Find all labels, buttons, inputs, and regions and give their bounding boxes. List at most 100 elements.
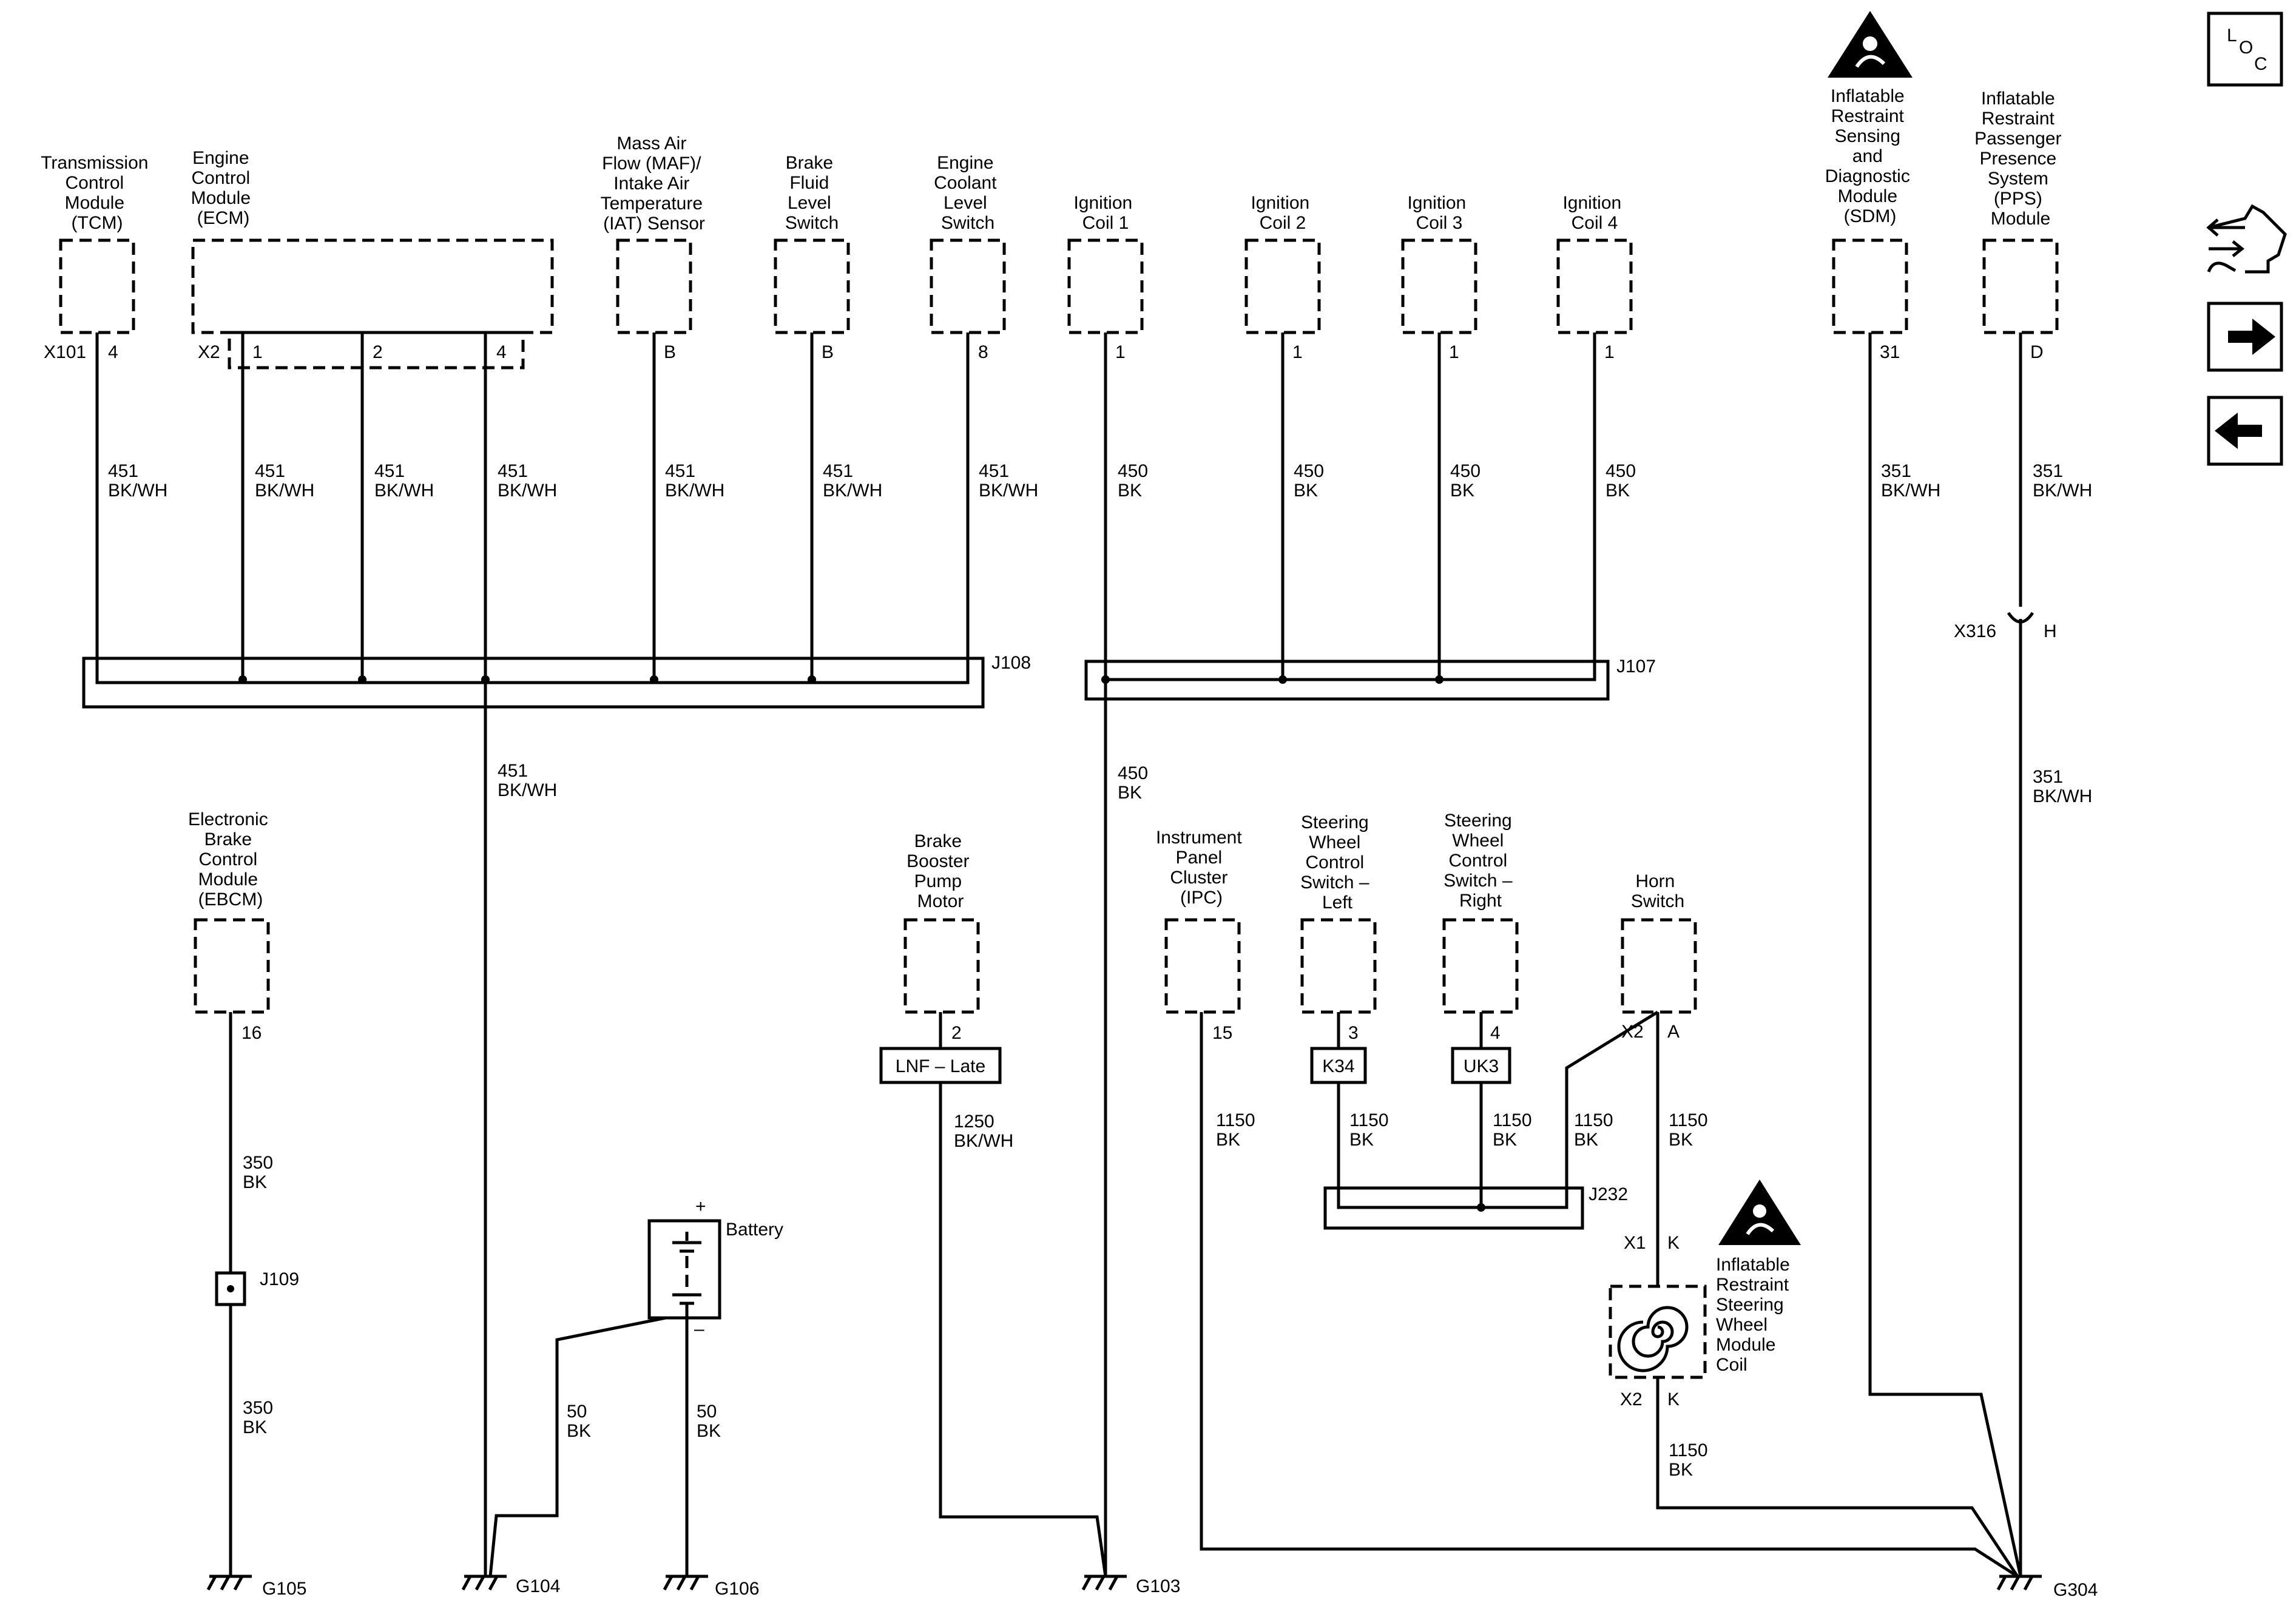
ecm-box (191, 238, 554, 334)
ebcm-box (194, 918, 270, 1014)
ignition-coil-2-label: Ignition Coil 2 (1251, 193, 1314, 233)
svg-text:LNF – Late: LNF – Late (896, 1056, 985, 1076)
brake-fluid-pin: B (822, 342, 834, 362)
svg-text:J107: J107 (1616, 657, 1656, 677)
ground-g104: G104 (461, 1575, 560, 1596)
loc-icon[interactable]: L O C (2207, 12, 2283, 87)
svg-text:J232: J232 (1589, 1184, 1628, 1204)
ground-g304: G304 (1996, 1575, 2098, 1600)
engine-coolant-level-switch-label: Engine Coolant Level Switch (934, 153, 1002, 233)
airbag-warning-icon-coil (1718, 1180, 1801, 1245)
sdm-pin: 31 (1880, 342, 1900, 362)
connector-x316: X316 H (1954, 592, 2057, 641)
ecm-label: Engine Control Module (ECM) (191, 148, 256, 228)
coil-pin-k-lower: K (1667, 1389, 1680, 1409)
tcm-box (59, 238, 135, 334)
swc-left-box (1300, 918, 1377, 1014)
splice-pack-j232: J232 (1323, 1184, 1628, 1230)
battery: Battery + – (647, 1197, 783, 1339)
svg-text:G104: G104 (516, 1576, 560, 1596)
svg-text:L: L (2227, 25, 2237, 46)
svg-text:G304: G304 (2053, 1580, 2098, 1600)
ipc-pin: 15 (1212, 1023, 1232, 1043)
coil-1-pin: 1 (1115, 342, 1126, 362)
svg-text:X316: X316 (1954, 621, 1996, 641)
steering-wheel-module-coil: X1 K X2 K (1609, 1233, 1707, 1409)
ignition-coil-1-box (1067, 238, 1144, 334)
pps-module-label: Inflatable Restraint Passenger Presence … (1974, 89, 2067, 229)
engine-coolant-level-switch-box (930, 238, 1006, 334)
swc-right-label: Steering Wheel Control Switch – Right (1443, 811, 1518, 911)
maf-iat-sensor-label: Mass Air Flow (MAF)/ Intake Air Temperat… (601, 133, 708, 234)
swc-right-box (1442, 918, 1519, 1014)
svg-text:G103: G103 (1136, 1576, 1180, 1596)
sdm-box (1832, 238, 1908, 334)
ecm-x2-connector (228, 331, 525, 370)
option-lnf-late: LNF – Late (879, 1047, 1002, 1084)
horn-pin: A (1667, 1022, 1680, 1042)
pps-pin: D (2030, 342, 2044, 362)
svg-text:C: C (2254, 54, 2267, 74)
ignition-coil-4-box (1556, 238, 1633, 334)
ignition-coil-1-label: Ignition Coil 1 (1073, 193, 1137, 233)
ignition-coil-3-label: Ignition Coil 3 (1407, 193, 1471, 233)
svg-text:G105: G105 (262, 1579, 306, 1599)
splice-pack-j107: J107 (1084, 657, 1656, 701)
coil-4-pin: 1 (1604, 342, 1615, 362)
horn-switch-label: Horn Switch (1631, 871, 1684, 911)
ecm-pin-1: 1 (252, 342, 263, 362)
svg-text:G106: G106 (715, 1579, 759, 1599)
brake-fluid-level-switch-label: Brake Fluid Level Switch (785, 153, 839, 233)
connector-x101-label: X101 (44, 342, 86, 362)
svg-text:K34: K34 (1322, 1056, 1354, 1076)
option-k34: K34 (1310, 1047, 1367, 1084)
next-page-arrow-icon[interactable] (2207, 302, 2283, 372)
ground-g106: G106 (663, 1575, 759, 1599)
ebcm-pin: 16 (241, 1023, 262, 1043)
brake-booster-pump-motor-box (903, 918, 980, 1014)
ignition-coil-3-box (1401, 238, 1477, 334)
maf-pin: B (664, 342, 676, 362)
splice-pack-j108: J108 (82, 653, 1031, 709)
svg-text:H: H (2044, 621, 2057, 641)
coolant-pin: 8 (978, 342, 988, 362)
tcm-pin: 4 (108, 342, 118, 362)
svg-text:J109: J109 (260, 1269, 299, 1289)
splice-j109: J109 (215, 1269, 299, 1306)
steering-wheel-module-coil-label: Inflatable Restraint Steering Wheel Modu… (1716, 1255, 1795, 1375)
booster-pin: 2 (951, 1023, 962, 1043)
svg-text:UK3: UK3 (1464, 1056, 1499, 1076)
swc-left-label: Steering Wheel Control Switch – Left (1300, 812, 1374, 913)
sdm-label: Inflatable Restraint Sensing and Diagnos… (1825, 86, 1915, 226)
ground-g105: G105 (206, 1575, 306, 1599)
airbag-warning-icon (1828, 11, 1913, 78)
ipc-label: Instrument Panel Cluster (IPC) (1156, 828, 1247, 908)
svg-text:O: O (2239, 38, 2253, 58)
previous-page-arrow-icon[interactable] (2207, 396, 2283, 466)
brake-booster-pump-motor-label: Brake Booster Pump Motor (907, 831, 974, 911)
connector-end-view-icon[interactable] (2206, 204, 2287, 274)
ecm-pin-2: 2 (373, 342, 383, 362)
ground-g103: G103 (1081, 1575, 1180, 1596)
